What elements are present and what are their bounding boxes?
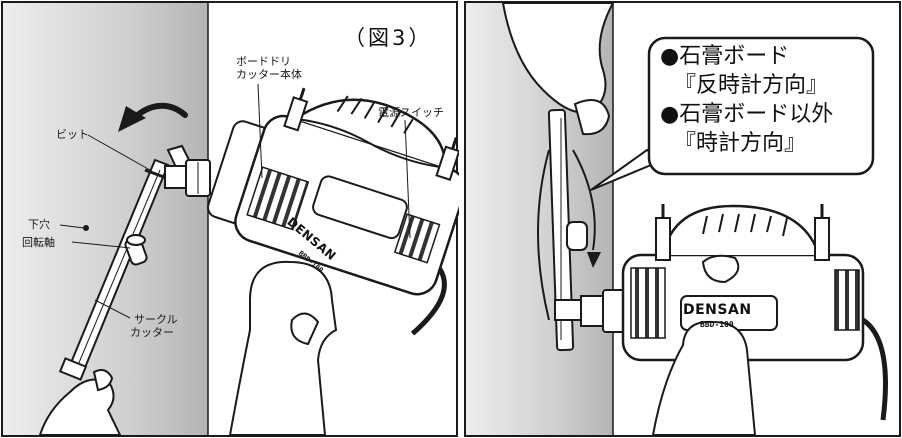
rotation-arrow-head — [587, 252, 601, 268]
leader-circle-cutter — [94, 299, 131, 319]
left-illustration — [1, 1, 459, 437]
leader-pivot — [71, 241, 131, 249]
leader-bit — [87, 134, 151, 171]
callout-bubble — [647, 36, 875, 176]
label-pivot-shaft: 回転軸 — [22, 236, 55, 249]
label-bit: ビット — [56, 128, 89, 141]
callout-text: ●石膏ボード 『反時計方向』 ●石膏ボード以外 『時計方向』 — [660, 42, 833, 158]
leader-power-switch — [404, 119, 411, 239]
drill-body — [206, 87, 459, 336]
rotation-arrow-head — [118, 106, 146, 132]
figure-title: （図3） — [344, 26, 433, 50]
left-illustration-panel — [0, 0, 459, 438]
label-power-switch: 電源スイッチ — [378, 106, 444, 119]
label-pilot-hole: 下穴 — [28, 218, 50, 231]
right-illustration-panel — [463, 0, 902, 438]
circle-cutter — [547, 108, 626, 352]
panel-divider — [459, 0, 463, 438]
pilot-hole-dot — [83, 225, 89, 231]
callout-line4: 『時計方向』 — [674, 131, 807, 156]
hand-holding-drill — [651, 320, 757, 436]
leader-pilot-hole — [59, 224, 85, 229]
rotation-path-left — [537, 149, 550, 321]
label-circle-cutter-line1: サークル — [134, 313, 178, 326]
leader-drill-body — [257, 83, 263, 179]
rotation-path-right — [572, 149, 596, 251]
callout-line3: ●石膏ボード以外 — [660, 102, 834, 127]
wall-surface — [3, 3, 208, 435]
callout-line1: ●石膏ボード — [660, 44, 790, 69]
right-illustration — [464, 1, 901, 437]
label-circle-cutter-line2: カッター — [130, 326, 174, 339]
hand-right — [228, 260, 338, 436]
label-drill-body-line2: カッター本体 — [236, 68, 302, 81]
right-model-name: BBD-100 — [700, 320, 734, 329]
callout-line2: 『反時計方向』 — [674, 73, 829, 98]
hand-left — [38, 378, 122, 436]
right-brand-logo: DENSAN — [683, 302, 752, 318]
drill-body — [621, 204, 888, 421]
label-drill-body-line1: ボードドリ — [236, 55, 291, 68]
bit — [144, 144, 211, 197]
circle-cutter — [58, 158, 170, 381]
